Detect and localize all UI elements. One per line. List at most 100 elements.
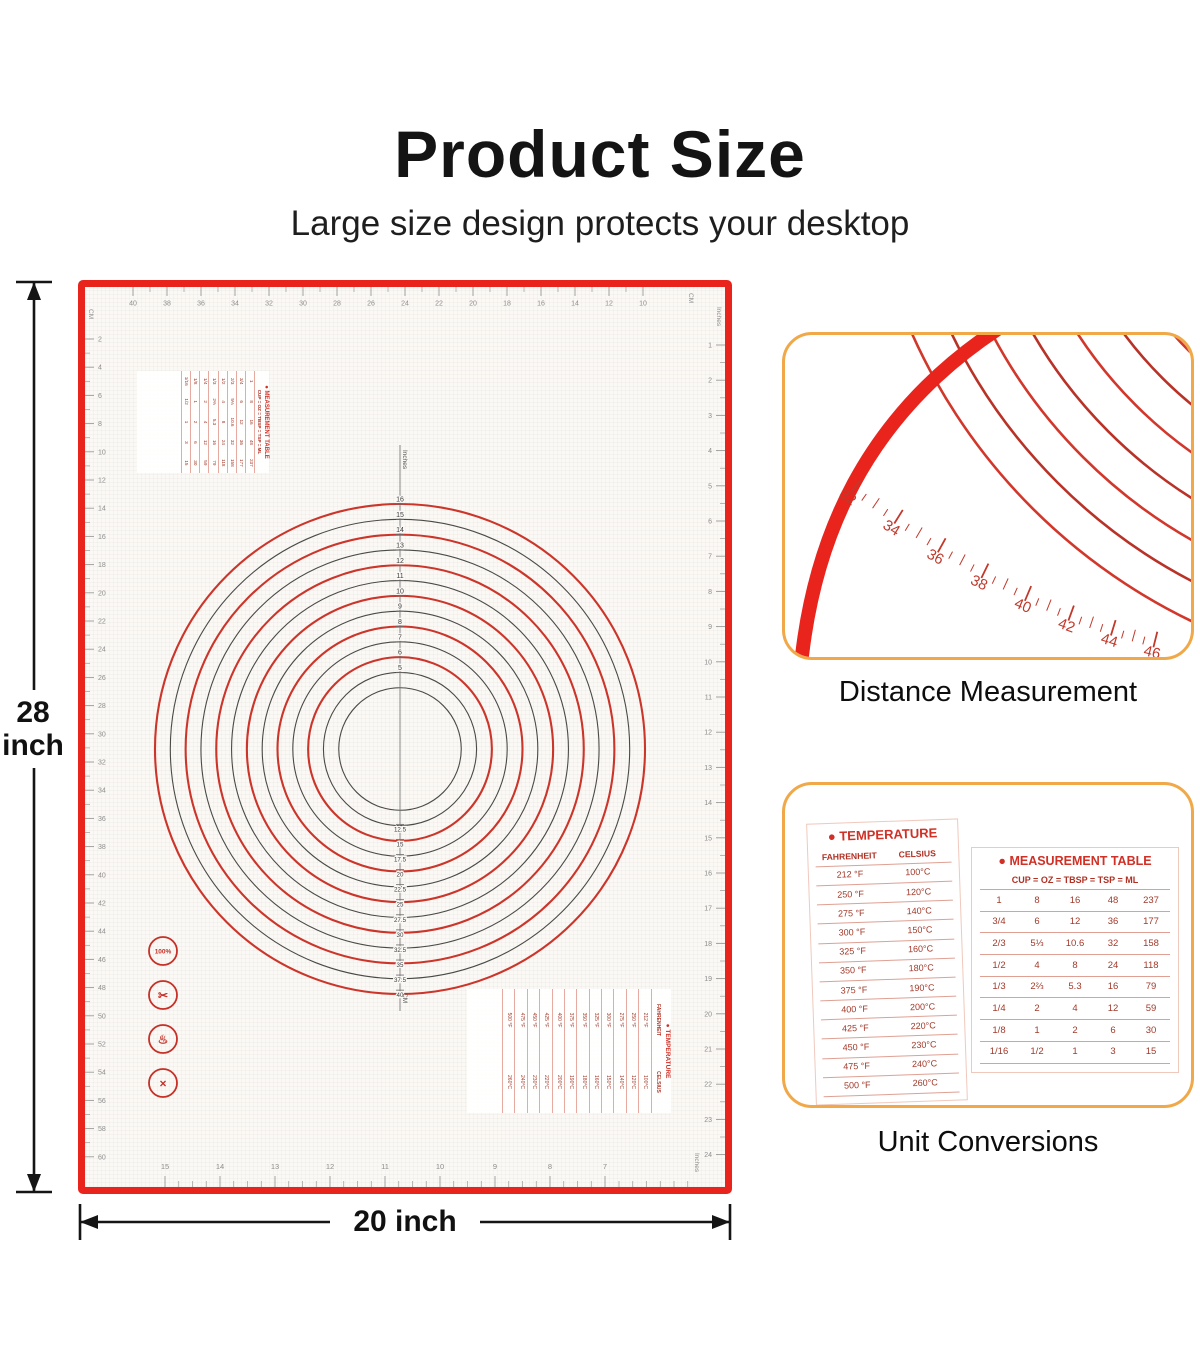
svg-text:7: 7	[603, 1162, 607, 1171]
svg-text:✂: ✂	[158, 989, 168, 1003]
svg-text:32: 32	[265, 301, 273, 308]
svg-text:4: 4	[98, 365, 102, 372]
svg-text:24: 24	[401, 301, 409, 308]
svg-text:46: 46	[1142, 642, 1162, 657]
svg-text:27.5: 27.5	[394, 917, 407, 924]
svg-text:16: 16	[704, 871, 712, 878]
svg-text:14: 14	[396, 527, 404, 534]
unit-conversions-caption: Unit Conversions	[877, 1126, 1099, 1158]
page-subtitle: Large size design protects your desktop	[290, 204, 910, 243]
svg-text:34: 34	[98, 788, 106, 795]
table-title: TEMPERATURE	[814, 825, 950, 845]
svg-text:22.5: 22.5	[394, 887, 407, 894]
svg-text:CM: CM	[687, 293, 694, 303]
svg-text:28: 28	[333, 301, 341, 308]
svg-text:6: 6	[708, 519, 712, 526]
svg-text:22: 22	[435, 301, 443, 308]
svg-text:12.5: 12.5	[394, 826, 407, 833]
svg-text:40: 40	[1012, 595, 1034, 617]
svg-text:21: 21	[704, 1047, 712, 1054]
svg-text:50: 50	[98, 1013, 106, 1020]
svg-text:9: 9	[708, 624, 712, 631]
svg-text:CM: CM	[401, 993, 408, 1003]
svg-text:10: 10	[436, 1162, 444, 1171]
page-title: Product Size	[394, 117, 806, 191]
svg-text:42: 42	[1056, 615, 1077, 637]
svg-text:8: 8	[548, 1162, 552, 1171]
svg-text:4: 4	[708, 448, 712, 455]
svg-text:54: 54	[98, 1070, 106, 1077]
heat-resistant-icon	[148, 1024, 178, 1054]
svg-text:20: 20	[397, 872, 404, 879]
svg-text:8: 8	[98, 421, 102, 428]
svg-text:46: 46	[98, 957, 106, 964]
svg-text:12: 12	[704, 730, 712, 737]
svg-text:17: 17	[704, 906, 712, 913]
svg-text:26: 26	[367, 301, 375, 308]
table-header: CUP = OZ = TBSP = TSP = ML	[254, 371, 262, 473]
svg-text:36: 36	[924, 546, 947, 569]
measurement-table-card: MEASUREMENT TABLE CUP = OZ = TBSP = TSP =…	[971, 847, 1179, 1073]
svg-text:5: 5	[398, 665, 402, 672]
diameter-scale: Inches161514131211109876512.51517.52022.…	[393, 445, 408, 1011]
svg-text:×: ×	[159, 1077, 166, 1091]
height-dimension-label: 28 inch	[0, 690, 66, 768]
svg-text:8: 8	[398, 619, 402, 626]
percent-100-icon	[148, 936, 178, 966]
svg-text:40: 40	[397, 992, 404, 999]
svg-text:34: 34	[231, 301, 239, 308]
svg-text:20: 20	[704, 1011, 712, 1018]
svg-text:CM: CM	[87, 309, 94, 319]
table-title: MEASUREMENT TABLE	[980, 854, 1170, 868]
svg-text:18: 18	[503, 301, 511, 308]
svg-text:38: 38	[968, 572, 990, 595]
svg-text:7: 7	[398, 634, 402, 641]
table-title: MEASUREMENT TABLE	[263, 371, 269, 473]
svg-text:2: 2	[708, 378, 712, 385]
svg-text:40: 40	[98, 872, 106, 879]
svg-text:19: 19	[704, 976, 712, 983]
svg-text:♨: ♨	[158, 1033, 169, 1047]
svg-text:48: 48	[98, 985, 106, 992]
svg-text:22: 22	[98, 619, 106, 626]
svg-text:36: 36	[197, 301, 205, 308]
svg-text:34: 34	[880, 517, 903, 540]
no-sharp-objects-icon	[148, 1068, 178, 1098]
svg-text:32: 32	[836, 486, 859, 510]
svg-text:35: 35	[397, 962, 404, 969]
svg-text:32: 32	[98, 760, 106, 767]
svg-text:11: 11	[396, 573, 403, 580]
svg-text:13: 13	[704, 765, 712, 772]
svg-text:16: 16	[396, 497, 404, 504]
svg-text:15: 15	[704, 835, 712, 842]
svg-text:42: 42	[98, 901, 106, 908]
distance-measurement-caption: Distance Measurement	[838, 676, 1138, 708]
svg-text:58: 58	[98, 1126, 106, 1133]
svg-text:2: 2	[98, 337, 102, 344]
table-header: CUP = OZ = TBSP = TSP = ML	[980, 872, 1170, 890]
svg-text:3: 3	[708, 413, 712, 420]
svg-text:6: 6	[398, 650, 402, 657]
svg-text:Inches: Inches	[715, 307, 722, 327]
